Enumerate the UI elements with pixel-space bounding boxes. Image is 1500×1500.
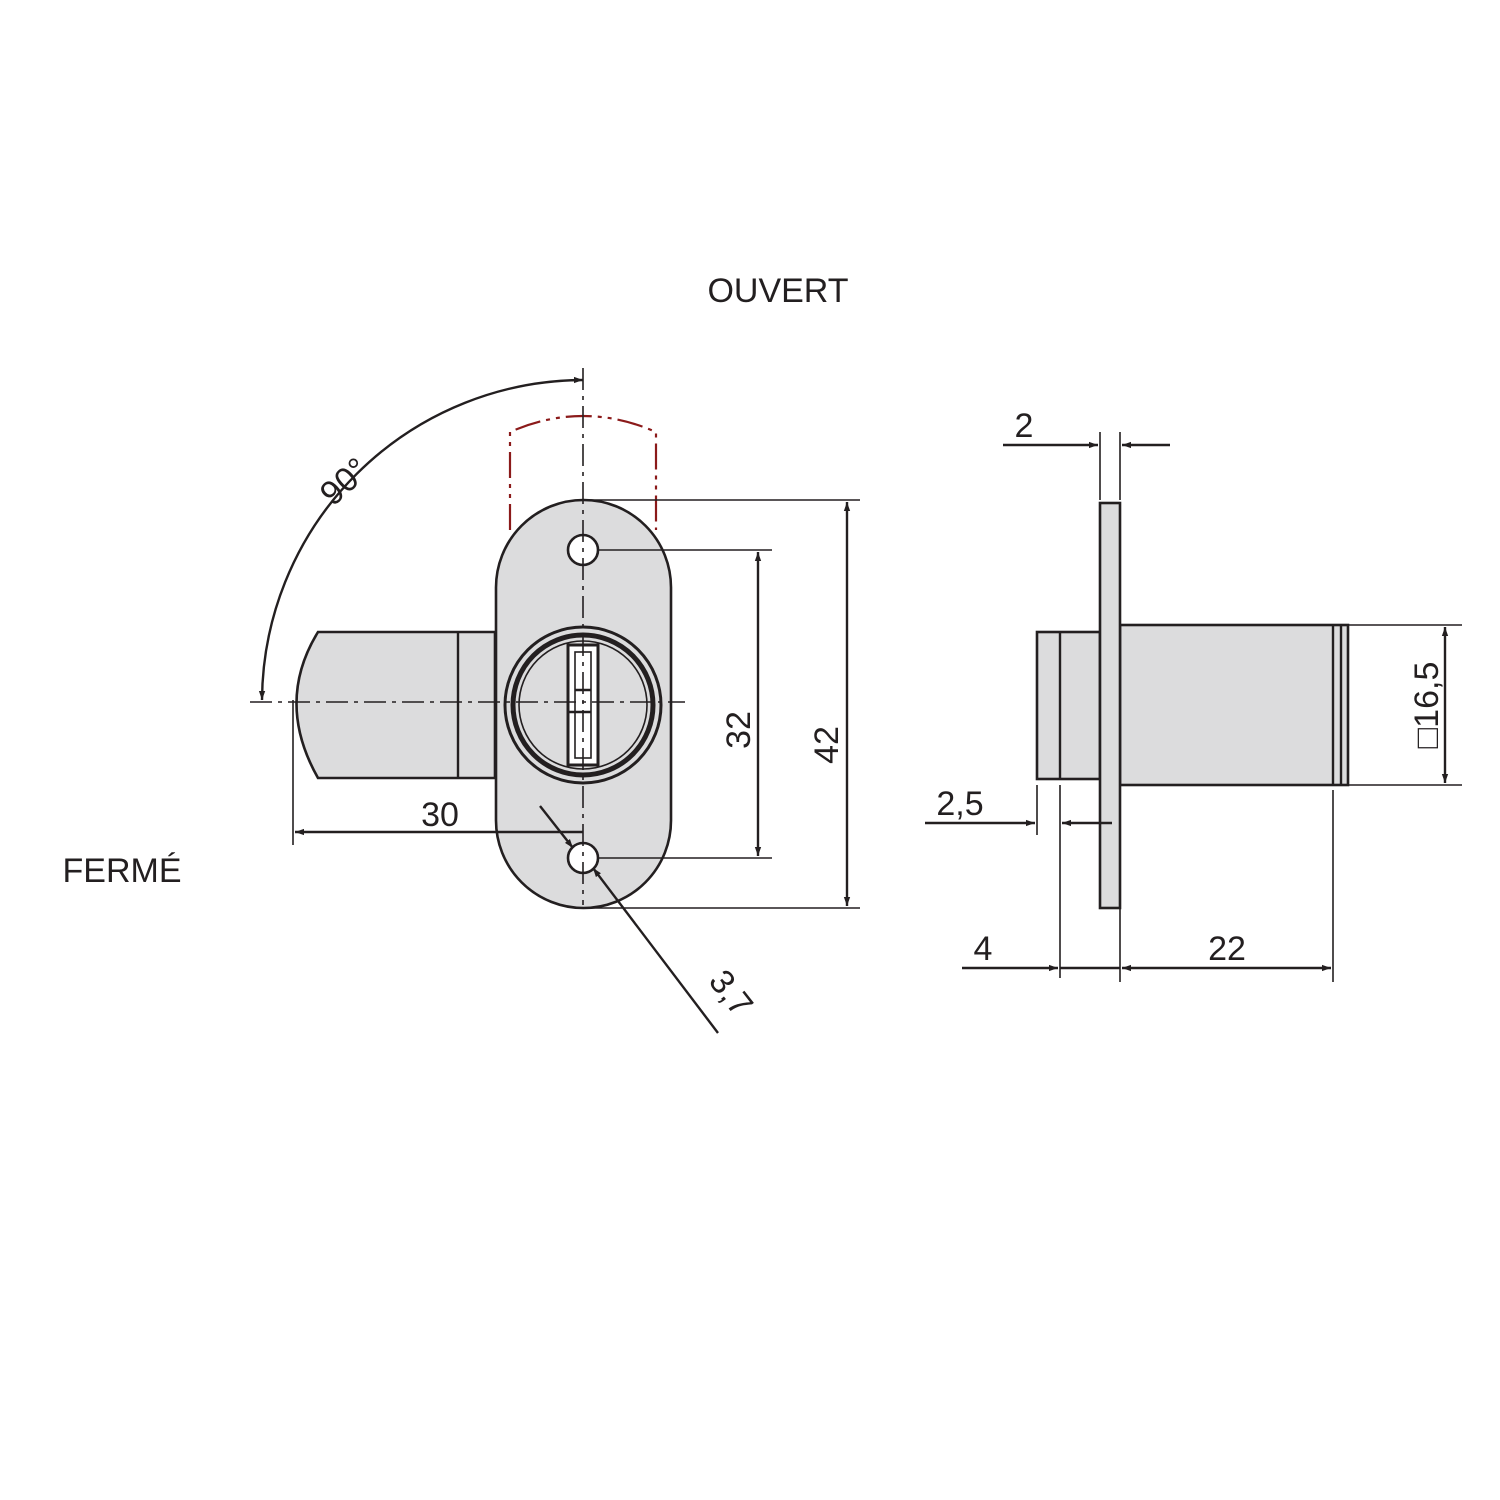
side-view: 2 □16,5 2,5 4 22 bbox=[925, 407, 1462, 982]
dim-3-7-leader-in bbox=[539, 805, 574, 849]
state-closed-label: FERMÉ bbox=[63, 852, 182, 890]
dim-3-7-leader-out bbox=[592, 867, 719, 1034]
front-view: 90° 30 32 42 3,7 bbox=[250, 368, 860, 1034]
bolt-closed bbox=[295, 630, 497, 780]
side-body bbox=[1118, 623, 1350, 787]
side-bolt bbox=[1035, 630, 1102, 781]
dim-2-label: 2 bbox=[1015, 407, 1034, 445]
dim-42-label: 42 bbox=[808, 726, 846, 764]
angle-arc bbox=[258, 376, 584, 701]
dim-3-7-label: 3,7 bbox=[701, 963, 760, 1024]
state-open-label: OUVERT bbox=[707, 272, 848, 310]
side-plate bbox=[1098, 501, 1122, 910]
dim-16-5-label: □16,5 bbox=[1408, 662, 1446, 749]
dim-30-label: 30 bbox=[421, 796, 459, 834]
dim-2-5-label: 2,5 bbox=[936, 785, 983, 823]
dim-32-label: 32 bbox=[720, 711, 758, 749]
dim-4-label: 4 bbox=[974, 930, 993, 968]
dim-22-label: 22 bbox=[1208, 930, 1246, 968]
angle-label: 90° bbox=[313, 451, 377, 514]
